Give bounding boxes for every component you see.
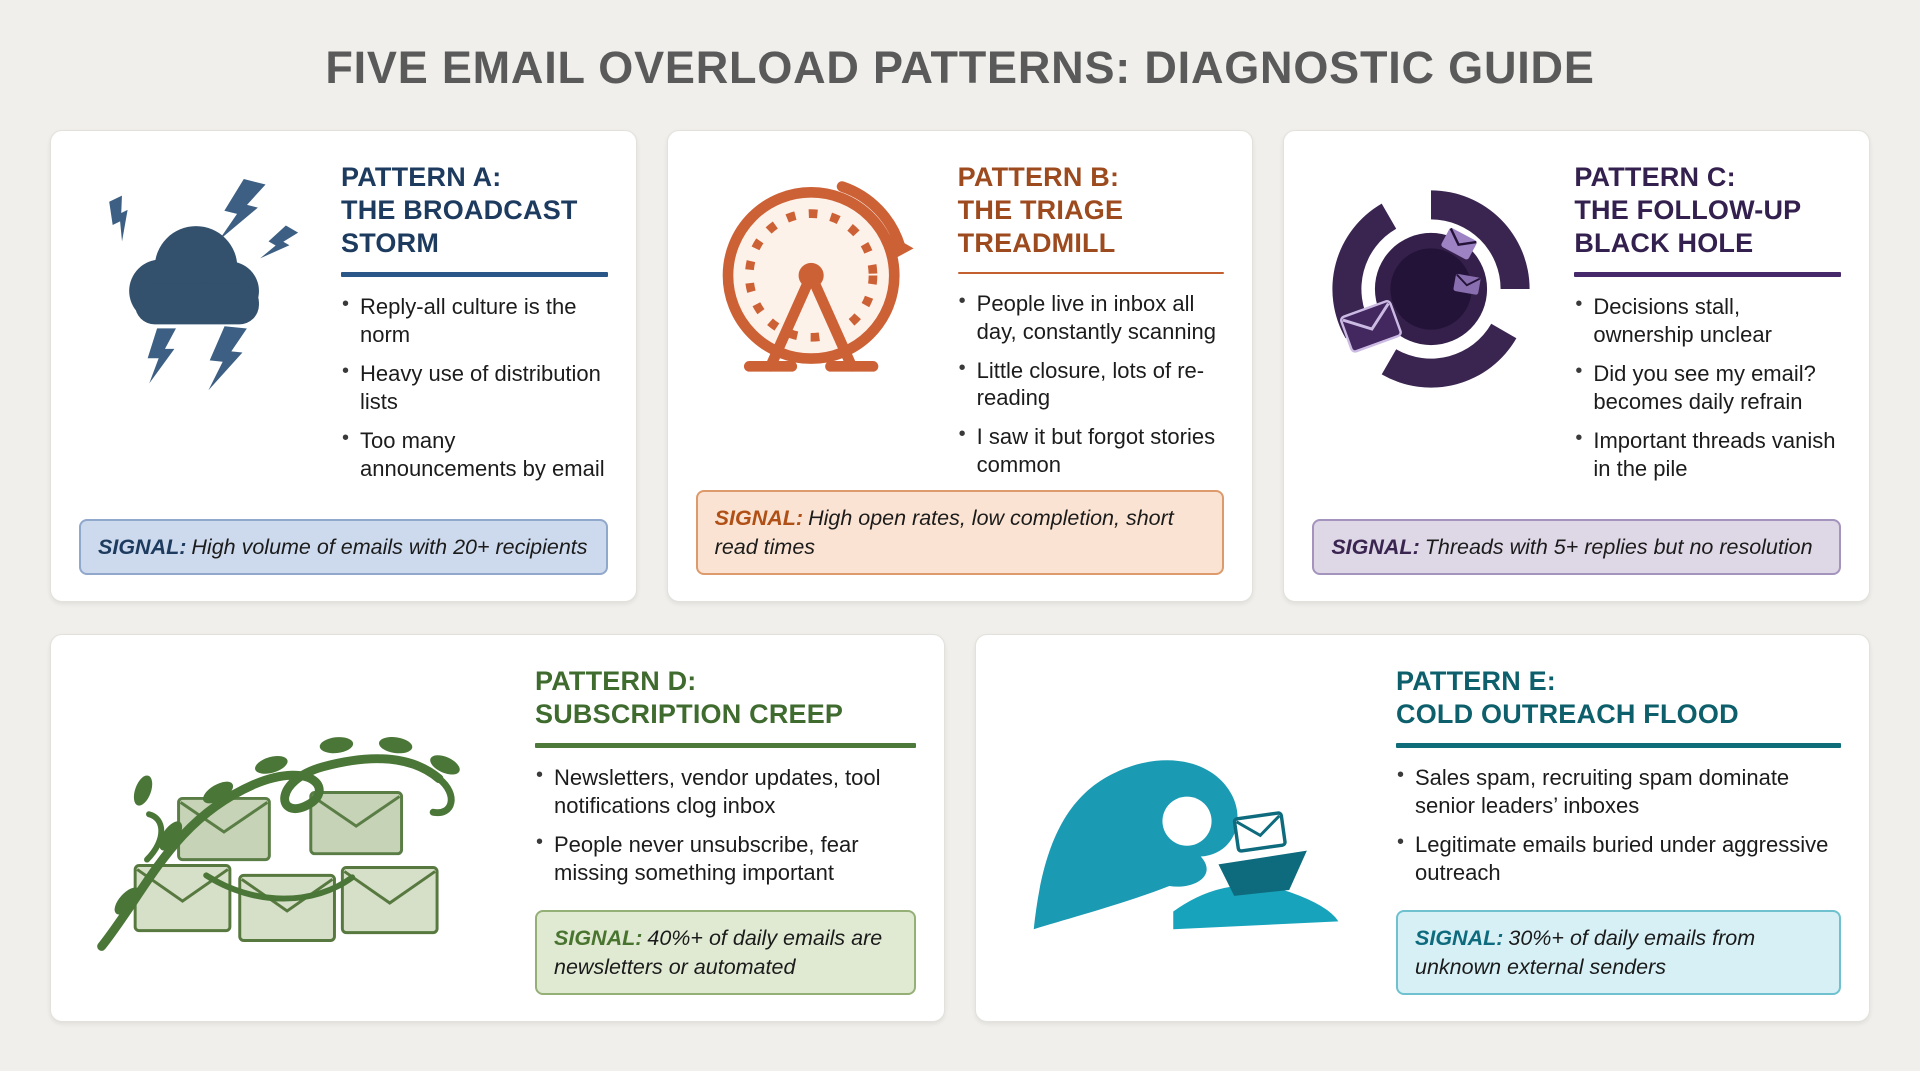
pattern-name: COLD OUTREACH FLOOD — [1396, 698, 1739, 729]
pattern-card-b: PATTERN B: THE TRIAGE TREADMILL People l… — [666, 130, 1254, 602]
pattern-label: PATTERN D: — [535, 666, 697, 696]
bullet-list: Decisions stall, ownership unclear Did y… — [1574, 292, 1841, 494]
bullet-list: Reply-all culture is the norm Heavy use … — [341, 292, 608, 494]
bottom-row: PATTERN D: SUBSCRIPTION CREEP Newsletter… — [50, 634, 1870, 1022]
black-hole-envelopes-icon — [1312, 161, 1550, 519]
bullet-item: Heavy use of distribution lists — [341, 359, 608, 416]
signal-box: SIGNAL:High volume of emails with 20+ re… — [79, 518, 608, 575]
signal-text: High volume of emails with 20+ recipient… — [191, 534, 588, 559]
pattern-label: PATTERN B: — [957, 162, 1120, 192]
bullet-item: Legitimate emails buried under aggressiv… — [1396, 830, 1841, 887]
bullet-item: I saw it but forgot stories common — [958, 422, 1225, 479]
pattern-name: THE TRIAGE TREADMILL — [957, 194, 1124, 258]
card-text-column: PATTERN A: THE BROADCAST STORM Reply-all… — [341, 161, 608, 519]
signal-box: SIGNAL:30%+ of daily emails from unknown… — [1396, 910, 1841, 995]
pattern-card-c: PATTERN C: THE FOLLOW-UP BLACK HOLE Deci… — [1283, 130, 1871, 602]
bullet-item: Did you see my email? becomes daily refr… — [1574, 359, 1841, 416]
bullet-item: Reply-all culture is the norm — [341, 292, 608, 349]
vine-envelopes-icon — [79, 665, 511, 995]
signal-box: SIGNAL:40%+ of daily emails are newslett… — [535, 910, 916, 995]
cards-container: PATTERN A: THE BROADCAST STORM Reply-all… — [0, 94, 1920, 1022]
pattern-card-d: PATTERN D: SUBSCRIPTION CREEP Newsletter… — [50, 634, 945, 1022]
bullet-item: People live in inbox all day, constantly… — [958, 289, 1225, 346]
card-text-column: PATTERN B: THE TRIAGE TREADMILL People l… — [957, 161, 1225, 491]
storm-cloud-lightning-icon — [79, 161, 317, 519]
pattern-label: PATTERN E: — [1396, 666, 1556, 696]
card-body: PATTERN A: THE BROADCAST STORM Reply-all… — [79, 161, 608, 519]
title-underline — [341, 271, 608, 277]
bullet-item: Little closure, lots of re-reading — [958, 356, 1225, 413]
card-text-column: PATTERN D: SUBSCRIPTION CREEP Newsletter… — [535, 665, 916, 995]
bullet-item: Too many announcements by email — [341, 426, 608, 483]
bullet-list: Newsletters, vendor updates, tool notifi… — [535, 763, 916, 898]
pattern-name: THE FOLLOW-UP BLACK HOLE — [1574, 194, 1801, 258]
pattern-title: PATTERN D: SUBSCRIPTION CREEP — [535, 665, 916, 731]
pattern-label: PATTERN C: — [1574, 162, 1736, 192]
signal-label: SIGNAL: — [1415, 926, 1504, 951]
bullet-item: Decisions stall, ownership unclear — [1574, 292, 1841, 349]
bullet-item: Sales spam, recruiting spam dominate sen… — [1396, 763, 1841, 820]
card-body: PATTERN E: COLD OUTREACH FLOOD Sales spa… — [1004, 665, 1841, 995]
pattern-name: THE BROADCAST STORM — [341, 194, 578, 258]
card-body: PATTERN B: THE TRIAGE TREADMILL People l… — [696, 161, 1225, 490]
card-body: PATTERN C: THE FOLLOW-UP BLACK HOLE Deci… — [1312, 161, 1842, 519]
signal-label: SIGNAL: — [714, 506, 804, 531]
signal-text: 40%+ of daily emails are newsletters or … — [554, 926, 883, 979]
signal-label: SIGNAL: — [1331, 534, 1420, 559]
bullet-item: Newsletters, vendor updates, tool notifi… — [535, 763, 916, 820]
bullet-item: People never unsubscribe, fear missing s… — [535, 830, 916, 887]
signal-box: SIGNAL:Threads with 5+ replies but no re… — [1312, 518, 1842, 575]
pattern-title: PATTERN A: THE BROADCAST STORM — [341, 161, 608, 260]
card-text-column: PATTERN C: THE FOLLOW-UP BLACK HOLE Deci… — [1574, 161, 1842, 519]
top-row: PATTERN A: THE BROADCAST STORM Reply-all… — [50, 130, 1871, 602]
card-body: PATTERN D: SUBSCRIPTION CREEP Newsletter… — [79, 665, 916, 995]
signal-text: Threads with 5+ replies but no resolutio… — [1424, 534, 1813, 559]
signal-label: SIGNAL: — [98, 534, 187, 559]
pattern-title: PATTERN B: THE TRIAGE TREADMILL — [958, 161, 1225, 260]
signal-box: SIGNAL:High open rates, low completion, … — [695, 490, 1225, 575]
hamster-wheel-icon — [696, 161, 934, 490]
title-underline — [535, 742, 916, 748]
title-underline — [1396, 742, 1841, 748]
pattern-label: PATTERN A: — [341, 162, 502, 192]
pattern-title: PATTERN E: COLD OUTREACH FLOOD — [1396, 665, 1841, 731]
bullet-list: Sales spam, recruiting spam dominate sen… — [1396, 763, 1841, 898]
signal-label: SIGNAL: — [554, 926, 643, 951]
wave-boat-envelope-icon — [1004, 665, 1372, 995]
pattern-title: PATTERN C: THE FOLLOW-UP BLACK HOLE — [1574, 161, 1841, 260]
pattern-card-a: PATTERN A: THE BROADCAST STORM Reply-all… — [50, 130, 637, 602]
pattern-card-e: PATTERN E: COLD OUTREACH FLOOD Sales spa… — [975, 634, 1870, 1022]
title-underline — [957, 271, 1225, 274]
bullet-list: People live in inbox all day, constantly… — [958, 289, 1225, 491]
card-text-column: PATTERN E: COLD OUTREACH FLOOD Sales spa… — [1396, 665, 1841, 995]
title-underline — [1574, 271, 1842, 277]
page-title: FIVE EMAIL OVERLOAD PATTERNS: DIAGNOSTIC… — [325, 42, 1595, 93]
pattern-name: SUBSCRIPTION CREEP — [535, 698, 844, 729]
bullet-item: Important threads vanish in the pile — [1574, 426, 1841, 483]
signal-text: 30%+ of daily emails from unknown extern… — [1415, 926, 1756, 979]
signal-text: High open rates, low completion, short r… — [714, 506, 1174, 559]
